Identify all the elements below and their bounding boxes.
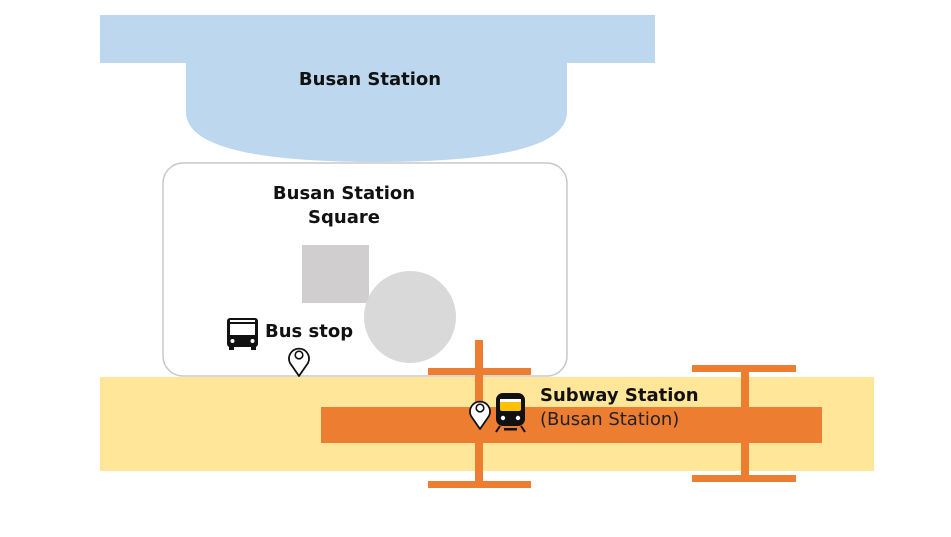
subway-map-pin-icon[interactable]: [469, 400, 491, 430]
bus-icon: [227, 318, 258, 350]
landmark-circle: [364, 271, 456, 363]
square-label: Busan Station Square: [272, 183, 416, 228]
landmark-square: [302, 245, 369, 303]
bus-stop-label: Bus stop: [265, 321, 354, 342]
bus-stop-map-pin-icon[interactable]: [288, 347, 310, 377]
busan-station-building: [100, 15, 655, 162]
train-icon: [495, 393, 526, 433]
subway-station-label: Subway Station: [540, 385, 699, 406]
station-label: Busan Station: [298, 69, 442, 90]
subway-station-sublabel: (Busan Station): [540, 409, 680, 430]
subway-line: [321, 340, 822, 488]
